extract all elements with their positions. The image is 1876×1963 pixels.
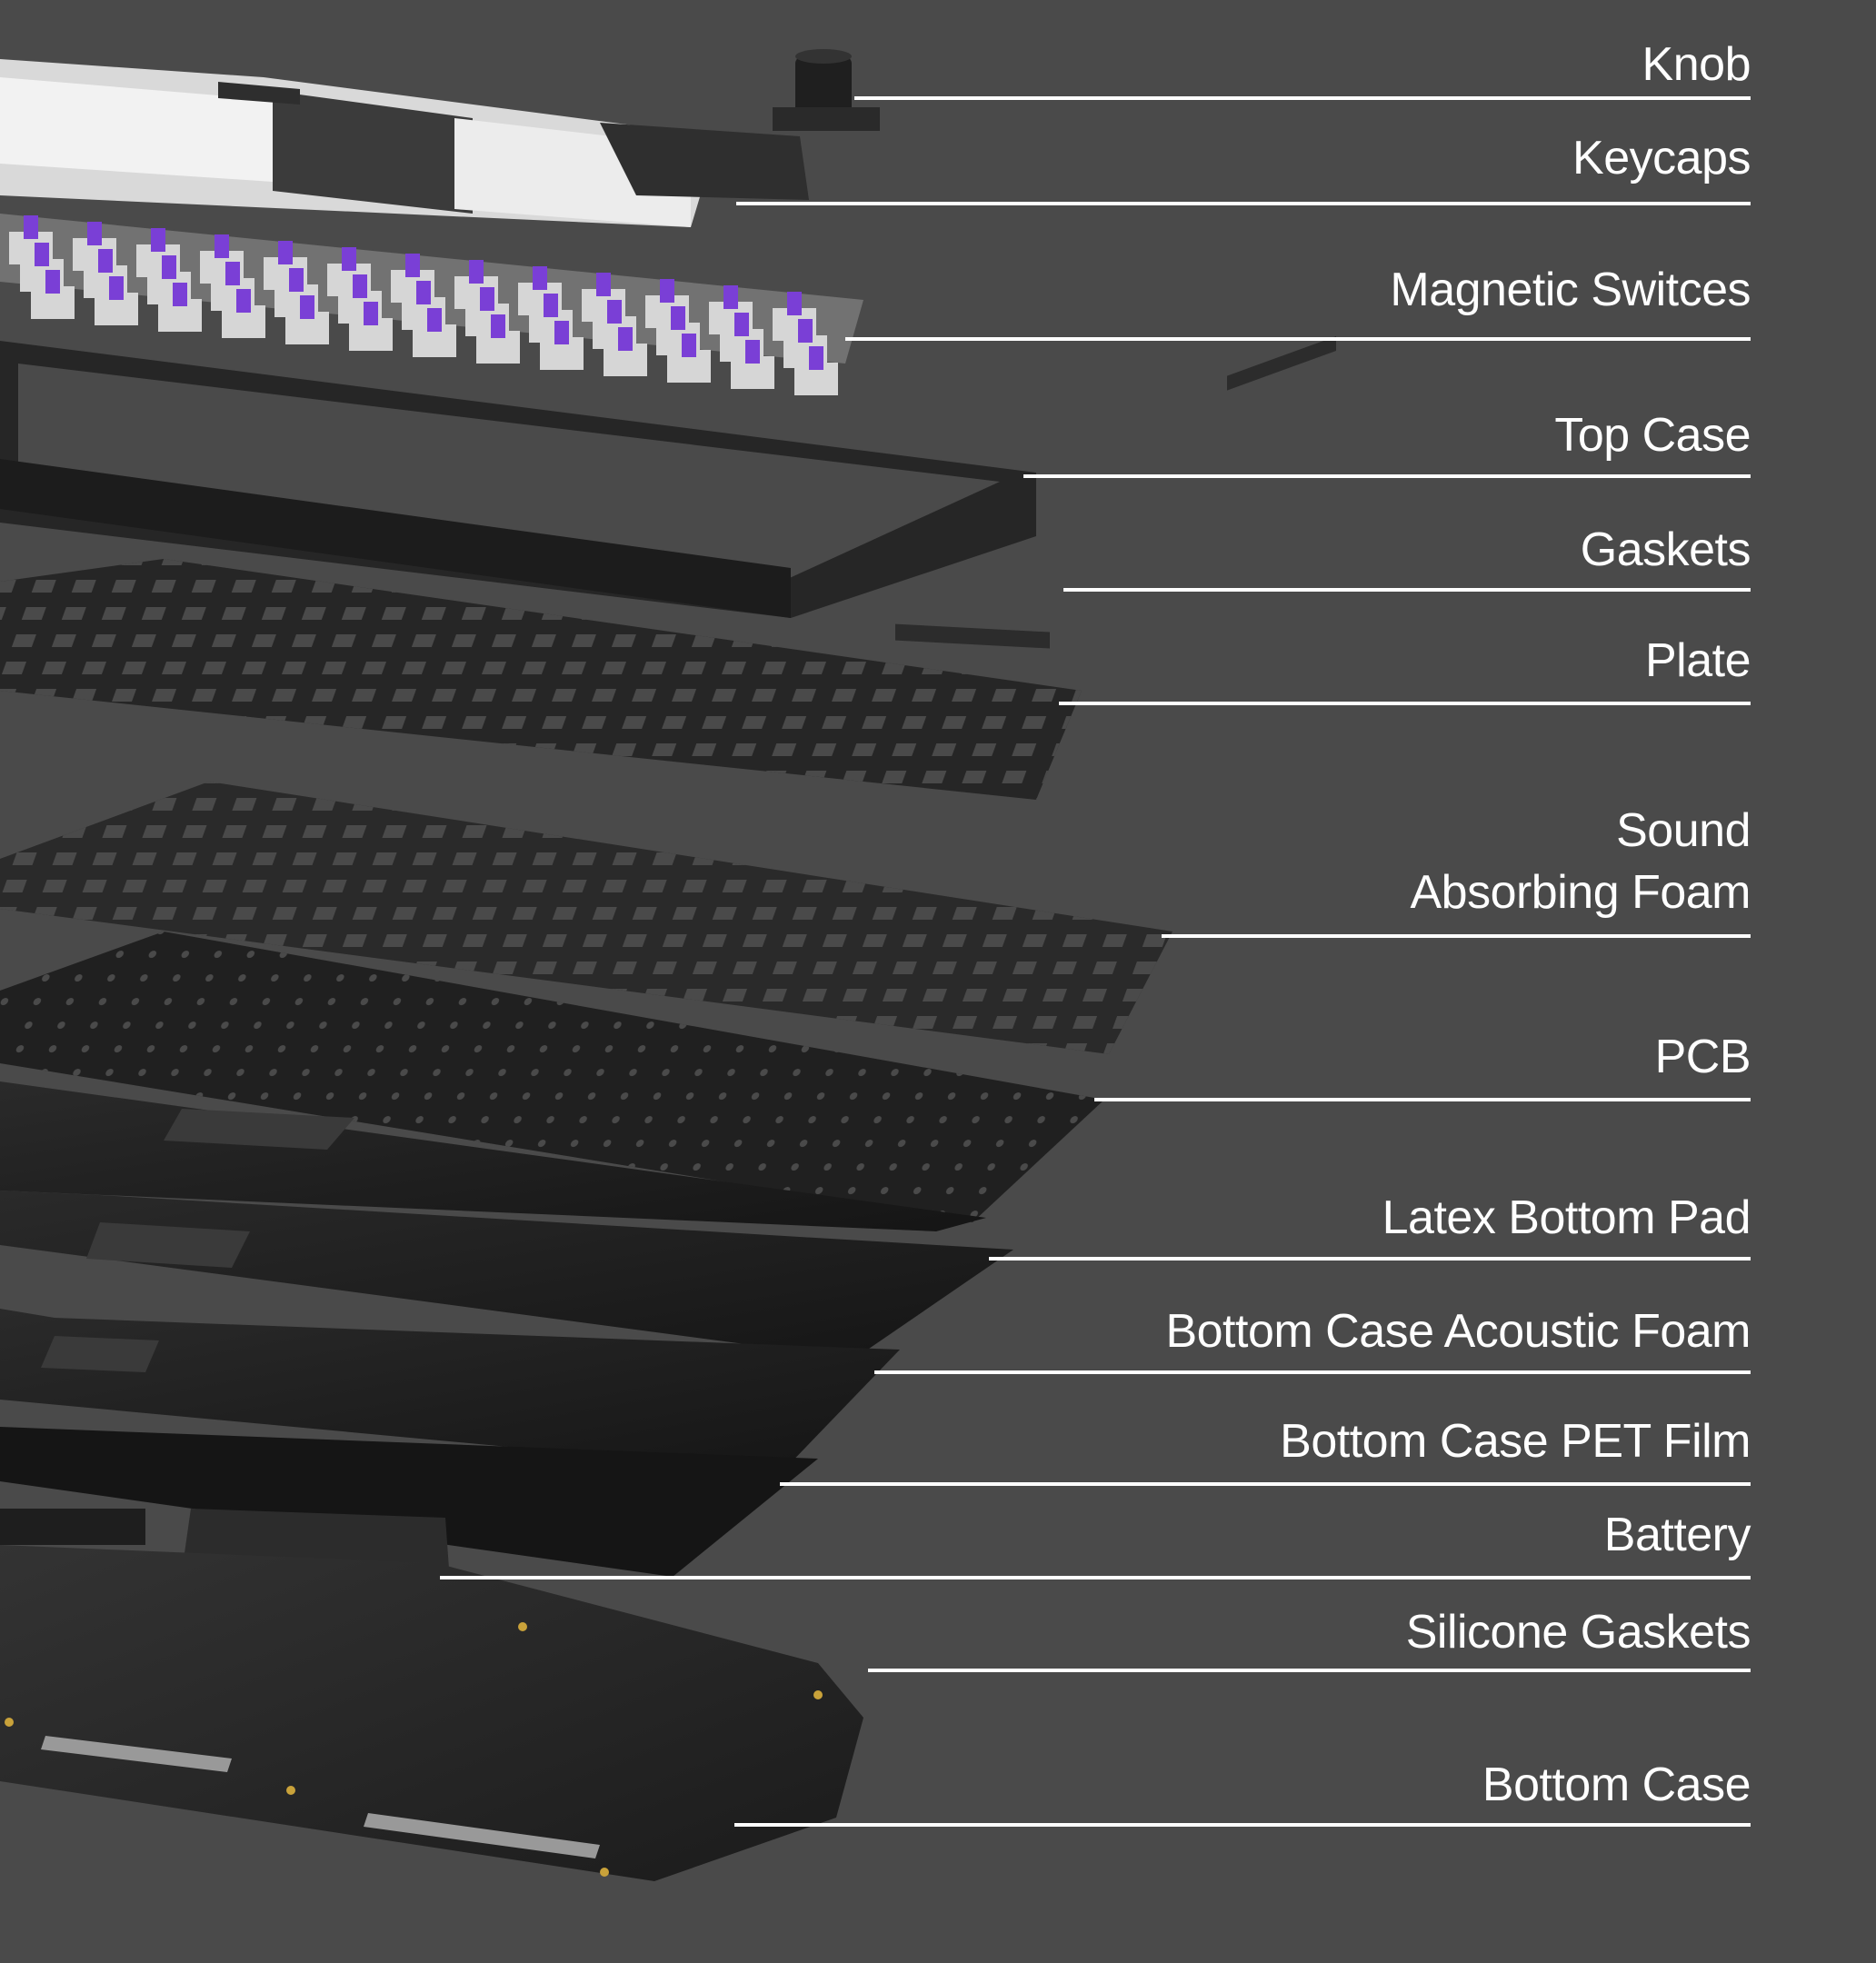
label-bottom-case-acoustic-foam: Bottom Case Acoustic Foam xyxy=(1165,1305,1751,1358)
leader-line-silicone-gaskets xyxy=(868,1669,1751,1672)
label-plate: Plate xyxy=(1644,634,1751,687)
leader-line-bottom-case xyxy=(734,1823,1751,1827)
switch-stem xyxy=(660,279,674,303)
leader-line-plate xyxy=(1059,702,1751,705)
switch-stem xyxy=(173,283,187,306)
switch-stem xyxy=(734,313,749,336)
label-latex-bottom-pad: Latex Bottom Pad xyxy=(1382,1191,1751,1244)
leader-line-gaskets xyxy=(1063,588,1751,592)
switch-stem xyxy=(87,222,102,245)
switch-stem xyxy=(289,268,304,292)
switch-stem xyxy=(554,321,569,344)
switch-stem xyxy=(342,247,356,271)
switch-stem xyxy=(98,249,113,273)
switch-stem xyxy=(491,314,505,338)
switch-stem xyxy=(109,276,124,300)
label-sound-foam-line1: Sound xyxy=(1616,804,1751,857)
switch-stem xyxy=(607,300,622,324)
leader-line-sound-foam xyxy=(1162,934,1751,938)
pcb-layer xyxy=(0,932,1104,1222)
switch-stem xyxy=(787,292,802,315)
switch-stem xyxy=(405,254,420,277)
label-knob: Knob xyxy=(1642,38,1751,91)
label-keycaps: Keycaps xyxy=(1572,132,1751,184)
leader-line-magnetic-switches xyxy=(845,337,1751,341)
bottom-case-layer xyxy=(0,1545,863,1881)
leader-line-pcb xyxy=(1094,1098,1751,1101)
switch-stem xyxy=(416,281,431,304)
label-gaskets: Gaskets xyxy=(1580,523,1751,576)
label-magnetic-switches: Magnetic Switces xyxy=(1390,264,1751,316)
knob-component xyxy=(773,49,880,131)
switch-stem xyxy=(236,289,251,313)
switch-stem xyxy=(278,241,293,264)
label-battery: Battery xyxy=(1603,1509,1751,1561)
leader-line-battery xyxy=(440,1576,1751,1579)
sound-foam-layer xyxy=(0,335,1336,1054)
switch-stem xyxy=(809,346,823,370)
switch-stem xyxy=(745,340,760,364)
switch-stem xyxy=(671,306,685,330)
switch-stem xyxy=(353,274,367,298)
switch-stem xyxy=(723,285,738,309)
switch-stem xyxy=(544,294,558,317)
switch-stem xyxy=(151,228,165,252)
leader-line-bottom-case-acoustic-foam xyxy=(874,1370,1751,1374)
label-sound-foam-line2: Absorbing Foam xyxy=(1410,866,1751,919)
latex-pad-layer xyxy=(0,1081,986,1231)
switch-stem xyxy=(24,215,38,239)
switches-layer xyxy=(0,214,863,395)
switch-stem xyxy=(798,319,813,343)
plate-layer xyxy=(0,559,1082,800)
switch-stem xyxy=(469,260,484,284)
top-case-layer xyxy=(0,341,1036,618)
switch-stem xyxy=(682,334,696,357)
switch-stem xyxy=(618,327,633,351)
switch-stem xyxy=(162,255,176,279)
leader-line-keycaps xyxy=(736,202,1751,205)
pet-film-layer xyxy=(0,1309,900,1577)
label-pcb: PCB xyxy=(1654,1031,1751,1083)
switch-stem xyxy=(480,287,494,311)
switch-stem xyxy=(427,308,442,332)
acoustic-foam-layer xyxy=(0,1191,1013,1359)
switch-stem xyxy=(45,270,60,294)
label-bottom-case-pet-film: Bottom Case PET Film xyxy=(1280,1415,1751,1468)
switch-stem xyxy=(533,266,547,290)
label-silicone-gaskets: Silicone Gaskets xyxy=(1405,1606,1751,1659)
switch-stem xyxy=(364,302,378,325)
switch-stem xyxy=(596,273,611,296)
label-top-case: Top Case xyxy=(1554,409,1751,462)
leader-line-latex-bottom-pad xyxy=(989,1257,1751,1261)
leader-line-knob xyxy=(854,96,1751,100)
leader-line-bottom-case-pet-film xyxy=(780,1482,1751,1486)
label-bottom-case: Bottom Case xyxy=(1482,1759,1751,1811)
switch-stem xyxy=(215,234,229,258)
switch-stem xyxy=(35,243,49,266)
switch-stem xyxy=(300,295,314,319)
leader-line-top-case xyxy=(1023,474,1751,478)
keycaps-layer xyxy=(0,59,809,227)
switch-stem xyxy=(225,262,240,285)
